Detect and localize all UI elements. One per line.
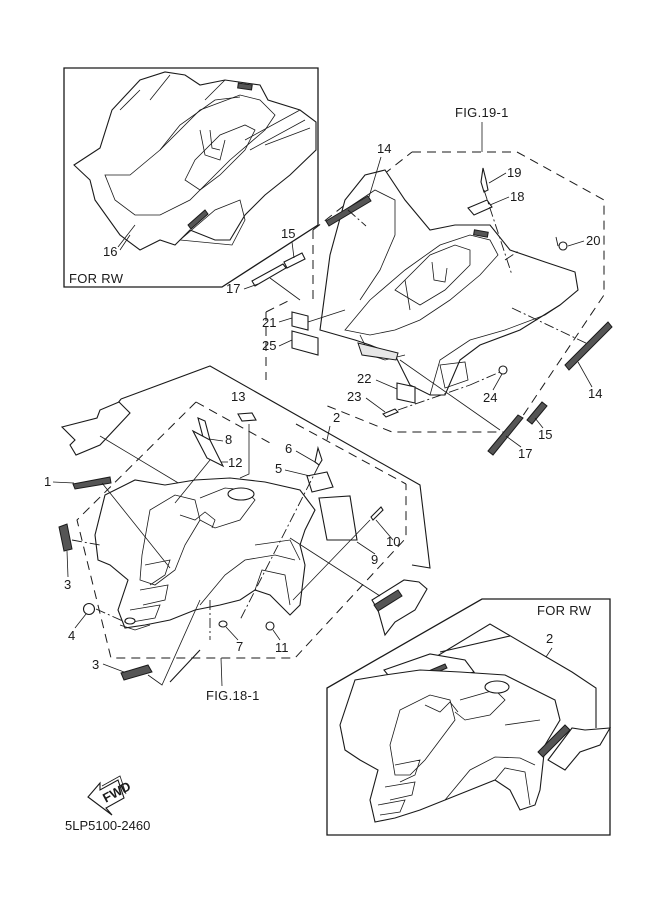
callout-17-left: 17	[226, 281, 240, 296]
fig-ref-18-1: FIG.18-1	[206, 688, 260, 703]
plate-5	[306, 471, 334, 493]
decal-3-left	[58, 523, 73, 552]
inset-rear-fender-rw: 16 FOR RW	[63, 67, 319, 288]
stripe-17-left	[251, 263, 287, 287]
fig-18-1-boundary	[76, 401, 407, 659]
rivet-19	[480, 167, 489, 193]
front-fender-group: FIG.18-1 1 3 3 4	[44, 365, 431, 703]
nut-11	[265, 621, 275, 631]
callout-20: 20	[586, 233, 600, 248]
plate-18	[467, 199, 493, 216]
callout-2: 2	[333, 410, 340, 425]
callout-14-top: 14	[377, 141, 391, 156]
inset-label-for-rw-bottom: FOR RW	[537, 603, 592, 618]
rivet-6	[314, 445, 323, 466]
plate-9	[318, 495, 358, 541]
callout-21: 21	[262, 315, 276, 330]
callout-9: 9	[371, 552, 378, 567]
front-fender-body	[94, 477, 316, 629]
label-21	[291, 311, 309, 331]
callout-7: 7	[236, 639, 243, 654]
callout-13: 13	[231, 389, 245, 404]
graphic-right-flap	[371, 579, 428, 637]
callout-5: 5	[275, 461, 282, 476]
rear-fender-group: FIG.19-1 14 14 19 18	[262, 105, 613, 461]
callout-2-inset: 2	[546, 631, 553, 646]
callout-19: 19	[507, 165, 521, 180]
callout-17-right: 17	[518, 446, 532, 461]
emblem-15-left	[283, 252, 306, 269]
fig-ref-19-1: FIG.19-1	[455, 105, 509, 120]
callout-14-right: 14	[588, 386, 602, 401]
fuel-cap-opening	[227, 487, 255, 501]
decal-right	[373, 589, 403, 612]
rear-fender-rw-body	[73, 71, 317, 251]
emblem-15-right	[526, 401, 548, 425]
callout-4: 4	[68, 628, 75, 643]
emblem-14-right	[564, 321, 613, 371]
decal-rw-right	[537, 724, 571, 758]
graphic-left-flap	[60, 401, 131, 456]
rear-decals-left: 15 17	[226, 226, 306, 301]
callout-15-left: 15	[281, 226, 295, 241]
nut-7	[218, 620, 228, 628]
rivet-23	[382, 408, 399, 418]
callout-1: 1	[44, 474, 51, 489]
callout-3-left: 3	[64, 577, 71, 592]
inset-frame-top-left	[63, 67, 319, 288]
decal-3-bottom	[120, 664, 153, 681]
nut-24	[498, 365, 508, 375]
callout-24: 24	[483, 390, 497, 405]
label-12	[191, 429, 225, 468]
inset-front-fender-rw: FOR RW 2	[326, 598, 612, 836]
cap-4	[82, 602, 96, 616]
inset-label-for-rw-top: FOR RW	[69, 271, 124, 286]
callout-11: 11	[275, 640, 289, 655]
callout-8: 8	[225, 432, 232, 447]
callout-12: 12	[228, 455, 242, 470]
callout-6: 6	[285, 441, 292, 456]
emblem-1	[72, 476, 112, 490]
label-25	[291, 330, 319, 356]
inset-frame-bottom-right	[326, 598, 611, 836]
rivet-10	[370, 506, 384, 521]
front-fender-rw-body	[339, 669, 561, 823]
callout-15-right: 15	[538, 427, 552, 442]
nut-20	[558, 241, 568, 251]
callout-10: 10	[386, 534, 400, 549]
plate-22	[396, 382, 416, 404]
callout-25: 25	[262, 338, 276, 353]
stripe-17-right	[487, 414, 524, 456]
rear-fender-body	[319, 169, 579, 396]
callout-16: 16	[103, 244, 117, 259]
fwd-indicator: FWD 5LP5100-2460	[65, 775, 150, 833]
callout-23: 23	[347, 389, 361, 404]
catalog-code: 5LP5100-2460	[65, 818, 150, 833]
label-13	[237, 412, 257, 422]
fwd-arrow-icon	[87, 779, 125, 816]
callout-18: 18	[510, 189, 524, 204]
callout-3-bottom: 3	[92, 657, 99, 672]
callout-22: 22	[357, 371, 371, 386]
